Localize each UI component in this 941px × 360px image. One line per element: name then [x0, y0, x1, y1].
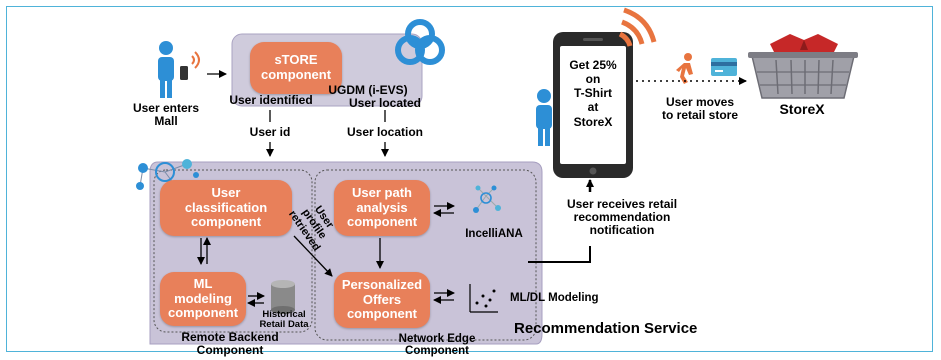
network-edge-region	[314, 169, 537, 341]
triskelion-icon	[395, 19, 445, 65]
database-icon	[271, 280, 295, 314]
remote-backend-region	[153, 169, 313, 333]
figure-frame	[6, 6, 933, 352]
user-icon	[158, 41, 174, 98]
user-identified-label: User identified	[229, 93, 313, 107]
ugdm-label: UGDM (i-EVS)	[328, 83, 408, 97]
walking-icon	[676, 53, 693, 84]
user-id-label: User id	[249, 125, 291, 139]
scatter-icon	[469, 284, 498, 313]
incelliana-network-icon	[473, 185, 501, 213]
basket-icon	[748, 34, 858, 99]
recommendation-service-label: Recommendation Service	[514, 320, 698, 337]
smartphone-icon	[553, 32, 633, 178]
credit-card-icon	[711, 58, 737, 76]
recipient-user-icon	[536, 89, 552, 146]
phone-wifi-icon	[618, 7, 657, 47]
storex-label: StoreX	[779, 101, 825, 117]
handheld-phone-icon	[180, 66, 188, 80]
user-located-label: User located	[348, 96, 422, 110]
ml-dl-modeling-label: ML/DL Modeling	[510, 292, 599, 304]
incelliana-label: IncelliANA	[465, 228, 523, 240]
wifi-icon	[191, 51, 200, 69]
user-location-label: User location	[346, 125, 424, 139]
